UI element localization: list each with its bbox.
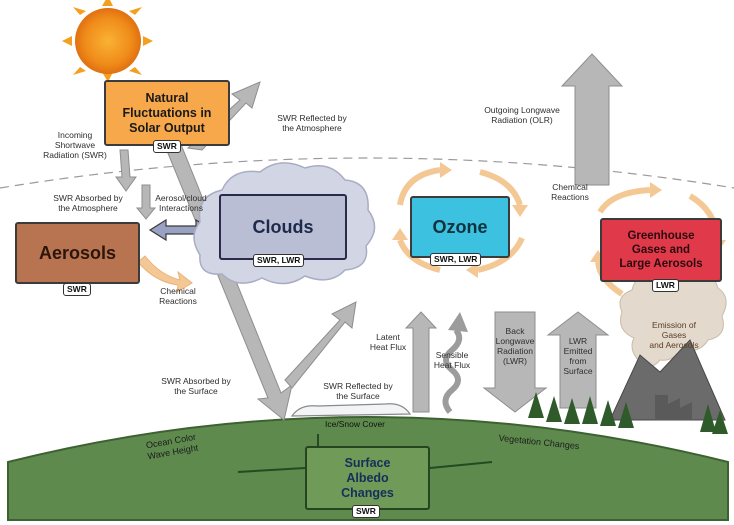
swr-absorbed-atm-label: SWR Absorbed by the Atmosphere [53, 193, 123, 213]
ghg-title: Greenhouse Gases and Large Aerosols [619, 230, 703, 270]
albedo-box: Surface Albedo Changes [305, 446, 430, 510]
sensible-heat-label: Sensible Heat Flux [433, 350, 471, 370]
ozone-title: Ozone [432, 216, 488, 237]
ozone-cycle-arrows [397, 167, 525, 273]
aerosol-cycle-arrows [137, 255, 193, 293]
ice-snow-label: Ice/Snow Cover [325, 419, 385, 429]
swr-reflected-surface-arrow [284, 301, 357, 389]
solar-output-tag: SWR [153, 140, 181, 153]
albedo-title: Surface Albedo Changes [341, 455, 394, 500]
clouds-tag: SWR, LWR [253, 254, 305, 267]
incoming-swr-small-arrow [115, 149, 137, 192]
clouds-box: Clouds [219, 194, 347, 260]
lwr-emitted-arrow [546, 311, 610, 409]
ozone-box: Ozone [410, 196, 510, 258]
albedo-tag: SWR [352, 505, 380, 518]
aerosols-tag: SWR [63, 283, 91, 296]
latent-heat-label: Latent Heat Flux [369, 332, 407, 352]
sun-icon [62, 0, 153, 82]
swr-absorbed-surface-label: SWR Absorbed by the Surface [161, 376, 231, 396]
clouds-title: Clouds [252, 216, 314, 237]
back-lw-label: Back Longwave Radiation (LWR) [495, 326, 535, 366]
ice-snow-patch [290, 403, 412, 417]
chem-reactions-right-label: Chemical Reactions [551, 182, 589, 202]
albedo-connectors [237, 434, 493, 473]
solar-output-title: Natural Fluctuations in Solar Output [122, 90, 212, 135]
lwr-emitted-label: LWR Emitted from Surface [563, 336, 593, 376]
ozone-tag: SWR, LWR [430, 253, 482, 266]
ghg-tag: LWR [652, 279, 679, 292]
chem-reactions-left-label: Chemical Reactions [159, 286, 197, 306]
back-longwave-arrow [482, 311, 548, 413]
aerosols-title: Aerosols [38, 242, 117, 263]
solar-output-box: Natural Fluctuations in Solar Output [104, 80, 230, 146]
aerosols-box: Aerosols [15, 222, 140, 284]
aerosol-cloud-label: Aerosol/cloud Interactions [155, 193, 207, 213]
olr-arrow [560, 53, 624, 186]
swr-reflected-atm-label: SWR Reflected by the Atmosphere [277, 113, 347, 133]
swr-absorbed-atm-arrow [135, 184, 157, 220]
olr-label: Outgoing Longwave Radiation (OLR) [484, 105, 560, 125]
sensible-heat-arrow [442, 328, 463, 414]
tree-icon [528, 392, 728, 434]
atmosphere-boundary [0, 157, 734, 189]
ghg-box: Greenhouse Gases and Large Aerosols [600, 218, 722, 282]
factory-icon [655, 395, 692, 420]
latent-heat-arrow [404, 311, 438, 413]
swr-reflected-surface-label: SWR Reflected by the Surface [323, 381, 393, 401]
sensible-heat-arrowhead [448, 312, 468, 332]
incoming-swr-label: Incoming Shortwave Radiation (SWR) [43, 130, 107, 160]
incoming-swr-arrow [164, 141, 293, 421]
emission-label: Emission of Gases and Aerosols [649, 320, 699, 350]
